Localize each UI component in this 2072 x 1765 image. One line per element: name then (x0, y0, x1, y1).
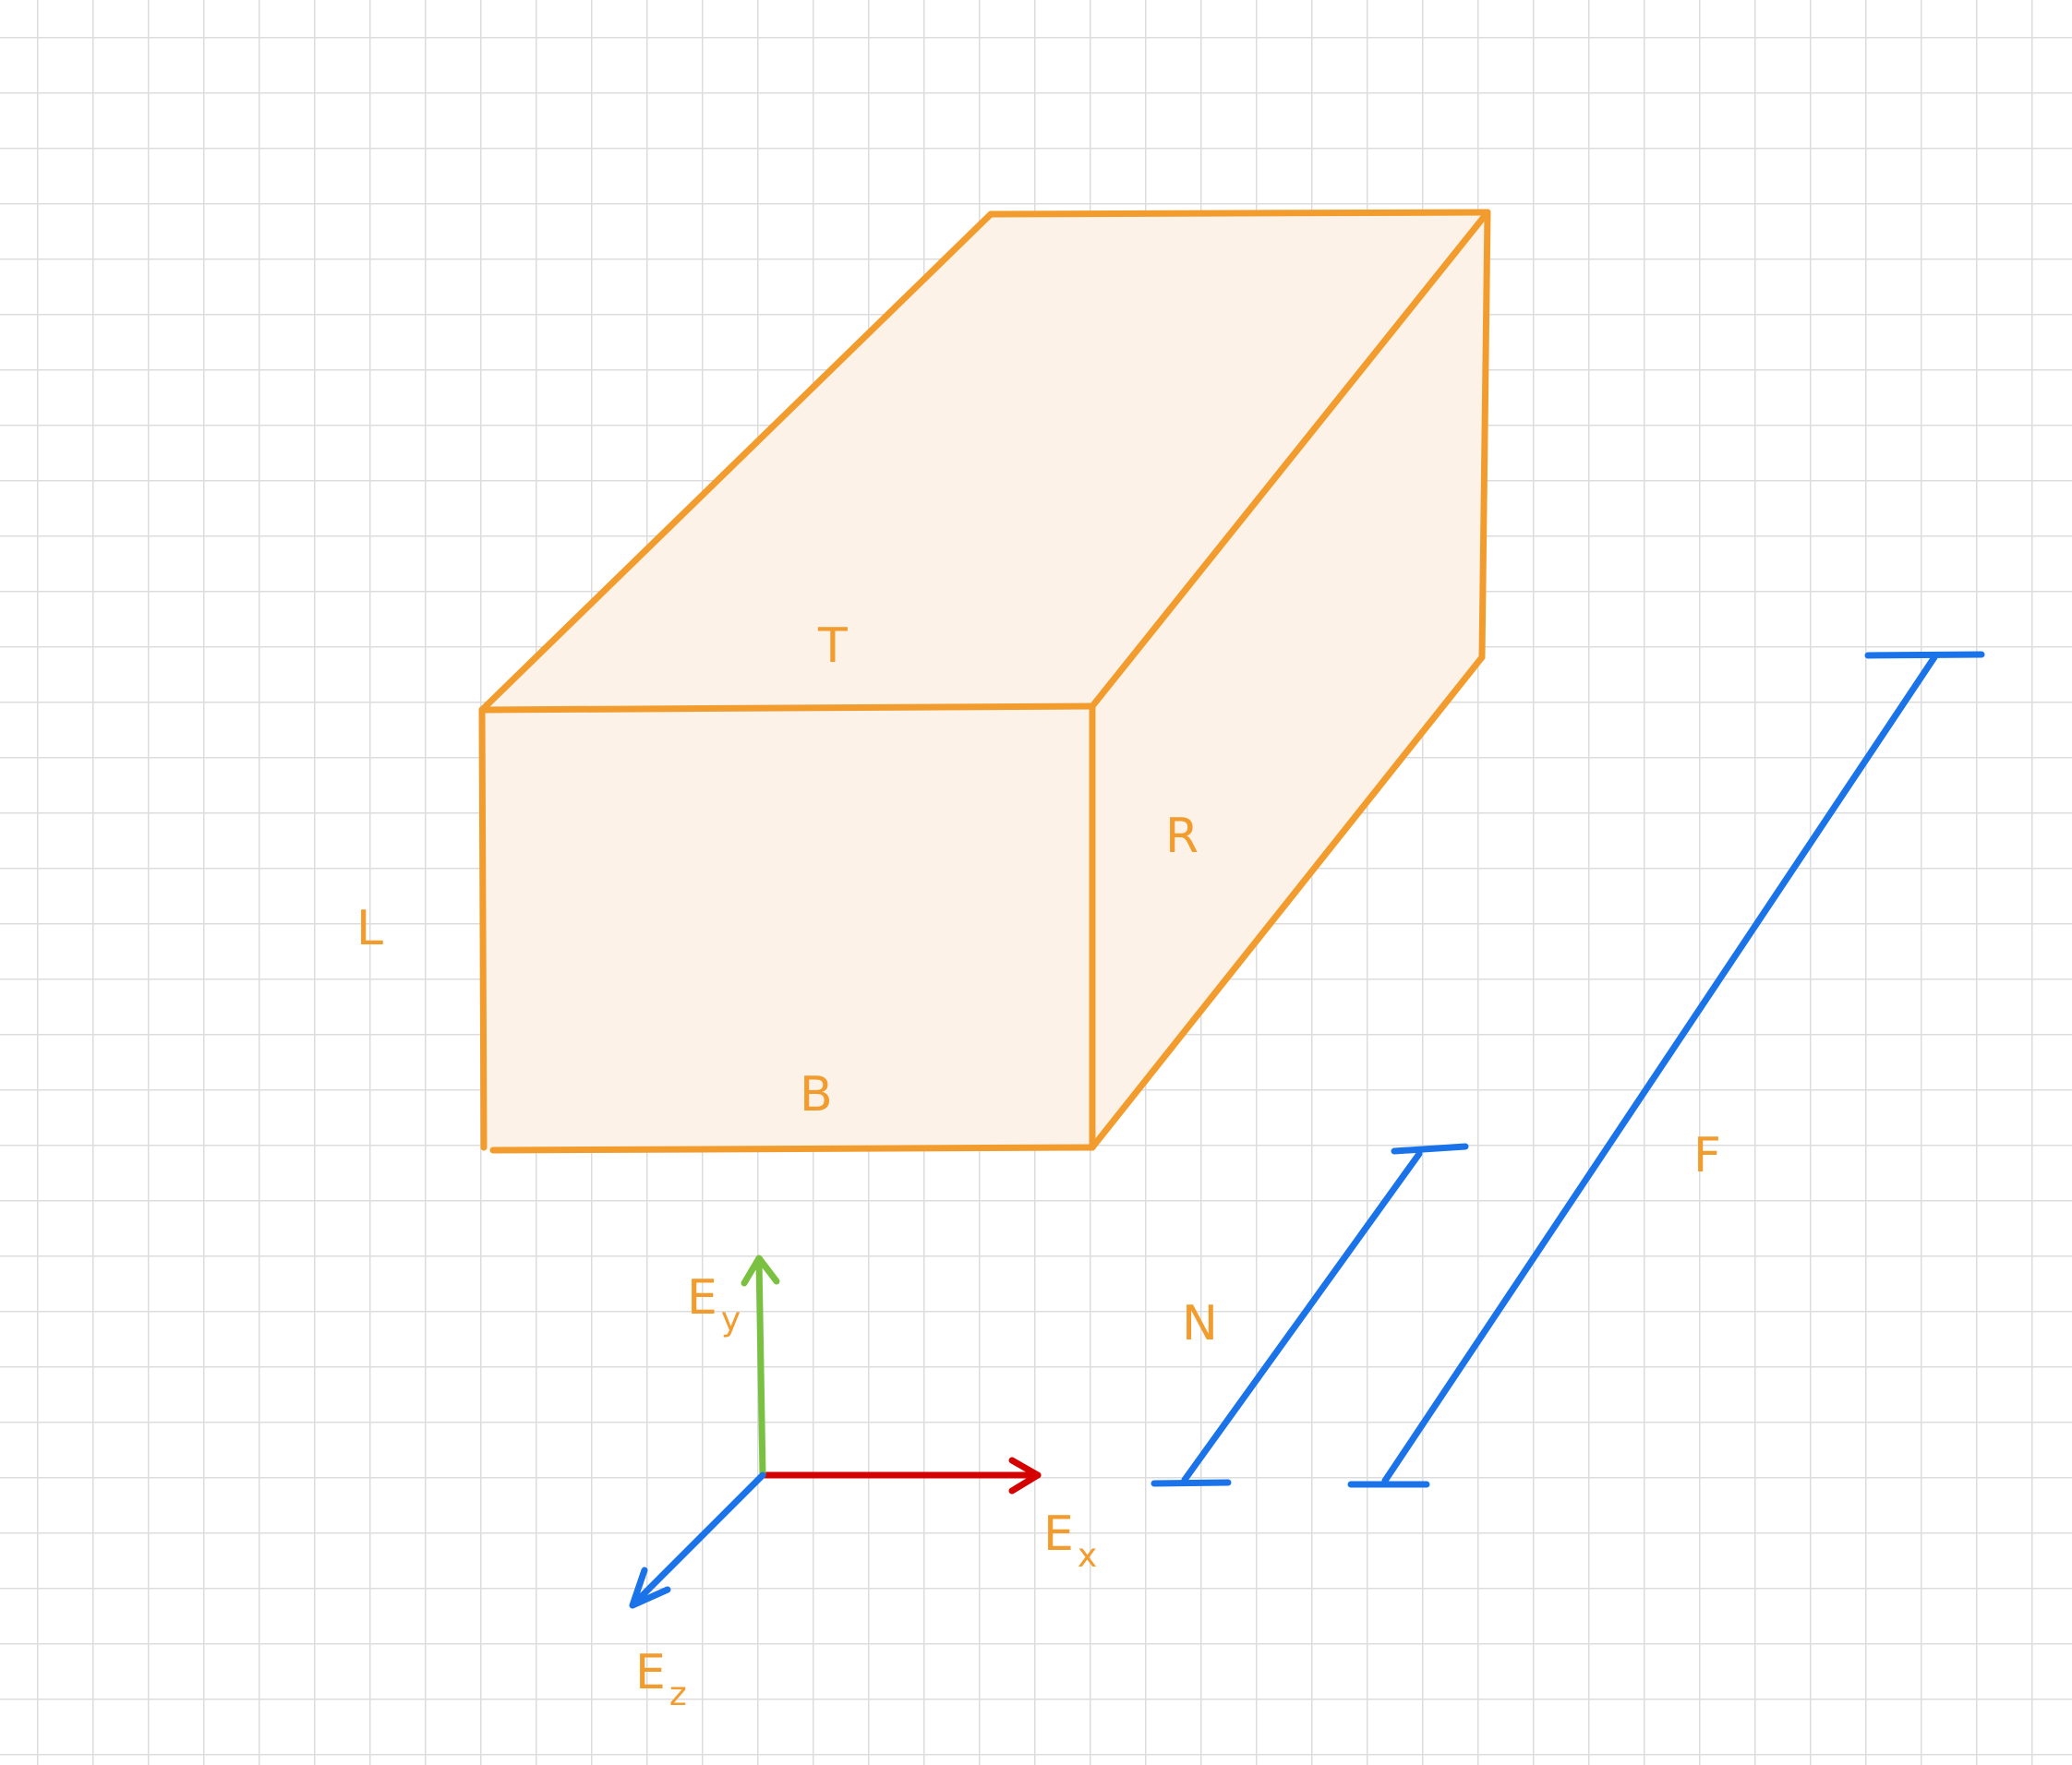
box-fill (482, 212, 1488, 1150)
dimension-lines (1150, 651, 1985, 1488)
axis-x-arrow (759, 1457, 1042, 1495)
axis-y-label-sub: y (720, 1301, 741, 1339)
axis-y-arrow (741, 1255, 780, 1479)
axis-x-label-sub: x (1077, 1537, 1098, 1575)
face-label-left: L (356, 901, 383, 956)
dimension-near-line (1150, 1143, 1469, 1487)
face-label-bottom: B (800, 1067, 833, 1123)
dimension-near-label: N (1182, 1296, 1218, 1351)
axis-z-arrow (629, 1471, 766, 1609)
box-face-top (482, 212, 1488, 710)
axis-x-label-base: E (1043, 1507, 1074, 1562)
face-label-top: T (818, 618, 848, 674)
box-edge-top-right (1089, 209, 1491, 710)
box-edge-back-right (1478, 209, 1491, 661)
box-face-right (1092, 212, 1488, 1147)
face-label-right: R (1165, 809, 1199, 864)
box-edge-front-bottom (489, 1144, 1096, 1154)
axis-z-label-base: E (635, 1645, 666, 1700)
box-edge-front-left (478, 706, 488, 1151)
axes (629, 1255, 1042, 1609)
box-face-front (482, 706, 1092, 1150)
box-edge-top-left (478, 210, 994, 714)
box-edge-front-top (478, 702, 1096, 714)
box-edge-bottom-right (1089, 654, 1486, 1151)
dimension-far-label: F (1693, 1128, 1721, 1183)
axis-y-label-base: E (687, 1270, 717, 1326)
dimension-far-line (1347, 651, 1985, 1488)
axis-z-label-sub: z (669, 1675, 687, 1713)
box-edge-top-back (987, 209, 1491, 218)
box-edges (478, 209, 1491, 1154)
